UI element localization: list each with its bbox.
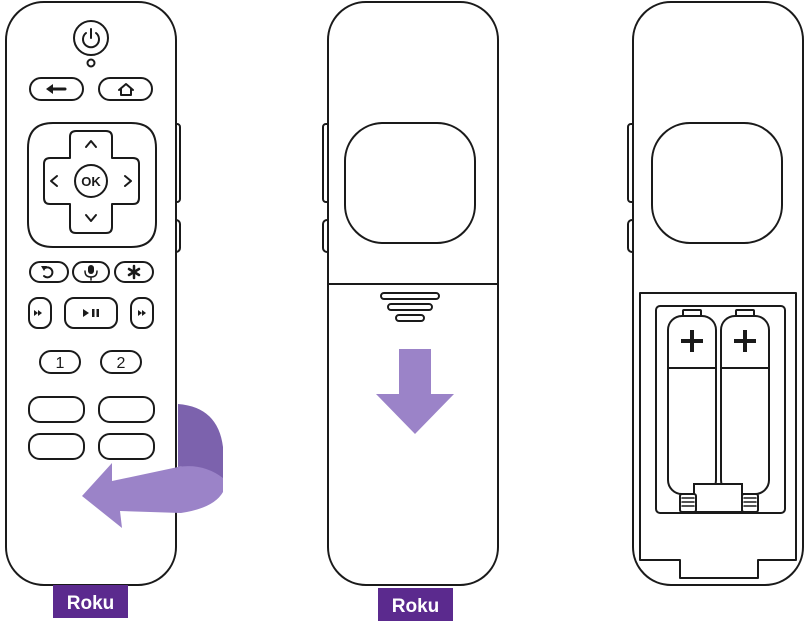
fast-forward-icon <box>138 310 146 316</box>
ok-label: OK <box>81 174 101 189</box>
grip-pad-open <box>651 122 783 244</box>
app-button-4[interactable] <box>98 433 155 460</box>
cover-grip-lines[interactable] <box>380 292 440 322</box>
contact-plate <box>693 483 743 513</box>
rewind-icon <box>34 310 42 316</box>
shortcut-button-2[interactable]: 2 <box>100 350 142 374</box>
rewind-button[interactable] <box>28 297 52 329</box>
app-button-2[interactable] <box>98 396 155 423</box>
svg-text:Roku: Roku <box>67 593 115 614</box>
up-arrow-icon <box>85 140 97 148</box>
compartment-outline <box>639 292 797 579</box>
back-icon <box>46 84 67 94</box>
right-arrow-icon <box>124 175 132 187</box>
voice-button[interactable] <box>72 261 110 283</box>
app-button-1[interactable] <box>28 396 85 423</box>
play-pause-button[interactable] <box>64 297 118 329</box>
spring-left <box>679 493 697 513</box>
ok-button[interactable]: OK <box>74 164 108 198</box>
replay-icon <box>43 266 54 279</box>
status-led <box>86 58 96 68</box>
app-button-3[interactable] <box>28 433 85 460</box>
roku-logo-back: Roku <box>378 588 453 621</box>
home-button[interactable] <box>98 77 153 101</box>
down-arrow-icon <box>85 214 97 222</box>
back-button[interactable] <box>29 77 84 101</box>
grip-pad <box>344 122 476 244</box>
button-2-label: 2 <box>117 355 126 372</box>
flip-over-arrow <box>82 404 223 528</box>
power-icon <box>82 32 100 49</box>
mic-icon <box>84 265 98 281</box>
roku-logo-front: Roku <box>53 585 128 618</box>
left-arrow-icon <box>50 175 58 187</box>
play-pause-icon <box>83 309 99 317</box>
svg-text:Roku: Roku <box>392 596 440 617</box>
remote-back-cover: Roku <box>322 1 499 621</box>
remote-battery-compartment <box>627 1 804 586</box>
remote-front: OK <box>5 1 223 618</box>
options-icon <box>127 264 141 280</box>
battery-1 <box>667 309 717 495</box>
power-button[interactable] <box>73 20 109 56</box>
home-icon <box>118 83 134 96</box>
battery-2 <box>720 309 770 495</box>
replay-button[interactable] <box>29 261 69 283</box>
fast-forward-button[interactable] <box>130 297 154 329</box>
shortcut-button-1[interactable]: 1 <box>39 350 81 374</box>
spring-right <box>741 493 759 513</box>
options-button[interactable] <box>114 261 154 283</box>
slide-down-arrow <box>376 349 454 434</box>
button-1-label: 1 <box>56 355 65 372</box>
